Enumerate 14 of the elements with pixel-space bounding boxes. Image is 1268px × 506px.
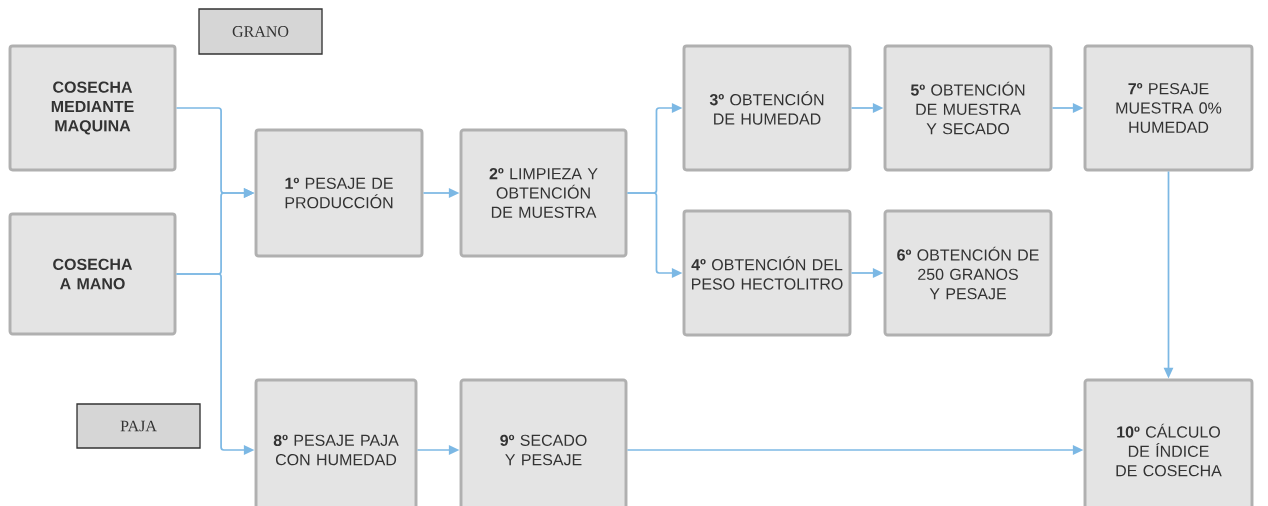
process-box: 1º PESAJE DE PRODUCCIÓN xyxy=(254,128,424,258)
process-box: 7º PESAJE MUESTRA 0% HUMEDAD xyxy=(1083,44,1254,172)
process-box: 6º OBTENCIÓN DE 250 GRANOS Y PESAJE xyxy=(883,209,1053,337)
process-box: 3º OBTENCIÓN DE HUMEDAD xyxy=(682,44,852,172)
section-label-box: GRANO xyxy=(198,8,323,55)
process-box: 2º LIMPIEZA Y OBTENCIÓN DE MUESTRA xyxy=(459,128,628,258)
process-box: 5º OBTENCIÓN DE MUESTRA Y SECADO xyxy=(883,44,1053,172)
section-label-box: PAJA xyxy=(76,403,201,449)
process-box: COSECHA A MANO xyxy=(8,212,177,336)
process-box: 4º OBTENCIÓN DEL PESO HECTOLITRO xyxy=(682,209,852,337)
process-box: 10º CÁLCULO DE ÍNDICE DE COSECHA xyxy=(1083,378,1254,506)
process-box: 8º PESAJE PAJA CON HUMEDAD xyxy=(254,378,418,506)
process-box: 9º SECADO Y PESAJE xyxy=(459,378,628,506)
process-box: COSECHA MEDIANTE MAQUINA xyxy=(8,44,177,172)
